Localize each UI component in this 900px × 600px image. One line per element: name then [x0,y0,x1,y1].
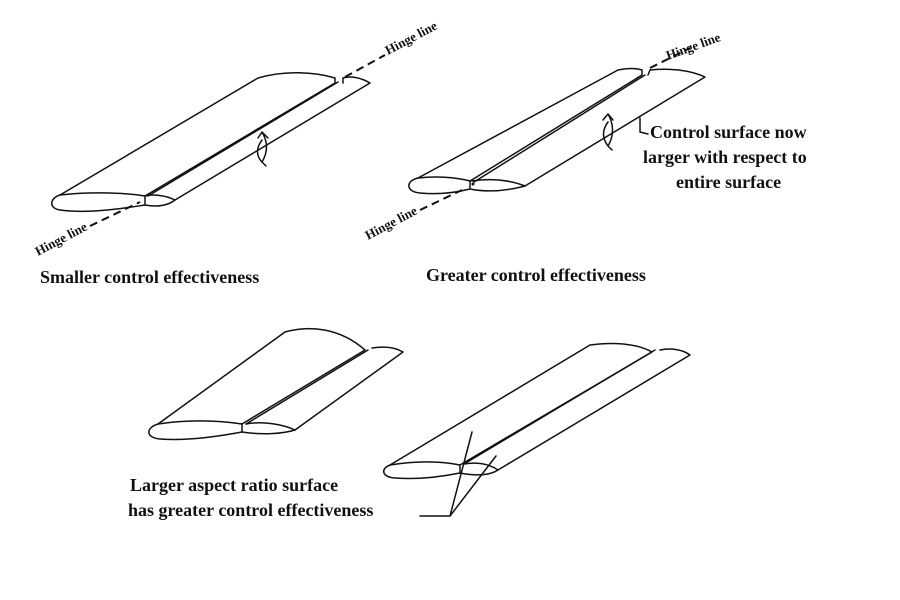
pointer-lines [419,431,497,517]
caption-aspect-ratio: Larger aspect ratio surface [130,475,338,495]
caption-aspect-ratio: has greater control effectiveness [128,500,373,520]
caption-greater-effectiveness: Greater control effectiveness [426,265,646,285]
caption-smaller-effectiveness: Smaller control effectiveness [40,267,259,287]
hinge-line-label: Hinge line [32,219,89,259]
hinge-line-dash [89,201,141,227]
hinge-line-label: Hinge line [664,29,723,63]
hinge-line-dash [419,189,463,211]
callout-leader [639,117,649,135]
wing-low-aspect-ratio [148,327,404,441]
callout-text: Control surface now [650,122,807,142]
hinge-line-dash [649,47,691,69]
wing-large-control [408,67,706,195]
callout-text: entire surface [676,172,781,192]
hinge-line-label: Hinge line [362,203,419,243]
wing-high-aspect-ratio [383,342,691,480]
callout-text: larger with respect to [643,147,807,167]
hinge-line-label: Hinge line [382,18,439,58]
wing-small-control [51,71,371,213]
hinge-line-dash [344,54,386,78]
